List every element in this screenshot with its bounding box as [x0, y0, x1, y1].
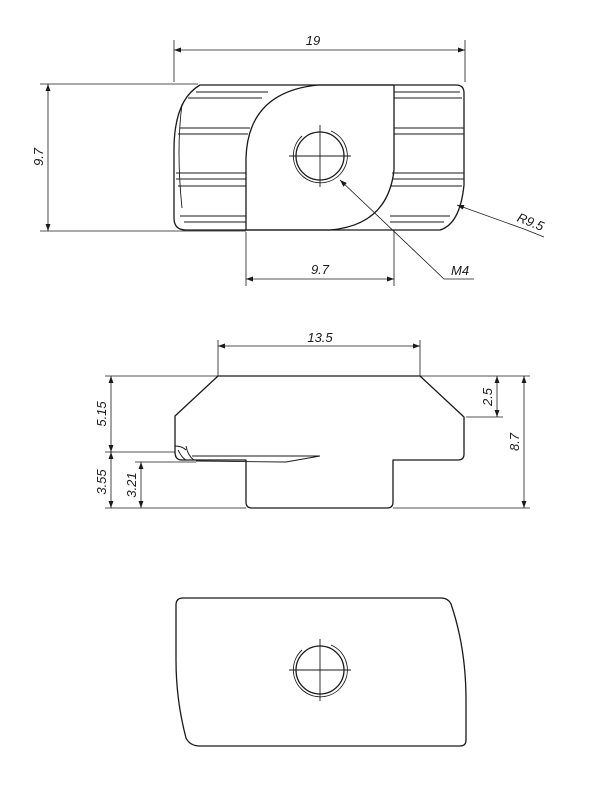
dim-side-lower-outer: 3.55: [94, 469, 109, 495]
dim-side-top-width: 13.5: [307, 330, 333, 345]
dim-side-lower-inner: 3.21: [124, 472, 139, 497]
top-view-grooves-left: [176, 91, 268, 223]
dim-top-height: 9.7: [31, 147, 46, 166]
top-view: 19 9.7 9.7 M4 R9.5: [31, 33, 547, 286]
side-view-slot: [174, 445, 321, 463]
top-view-threaded-hole: [289, 125, 351, 187]
top-view-grooves-right: [390, 91, 464, 223]
dim-side-total-height: 8.7: [507, 432, 522, 451]
bottom-view: [175, 597, 467, 747]
dim-top-bottom-width: 9.7: [311, 262, 330, 277]
bottom-view-outline: [175, 597, 467, 747]
top-view-outline: [173, 84, 465, 231]
dim-thread: M4: [451, 263, 469, 278]
dim-top-width: 19: [306, 33, 320, 48]
dim-radius: R9.5: [515, 210, 547, 234]
side-view: 13.5 5.15 3.55 3.21 2.5 8.7: [94, 330, 530, 509]
top-view-cam: [245, 84, 395, 231]
dim-side-upper-height: 5.15: [94, 401, 109, 427]
bottom-view-threaded-hole: [289, 639, 351, 701]
dim-side-chamfer: 2.5: [480, 387, 495, 407]
side-view-outline: [174, 375, 465, 509]
